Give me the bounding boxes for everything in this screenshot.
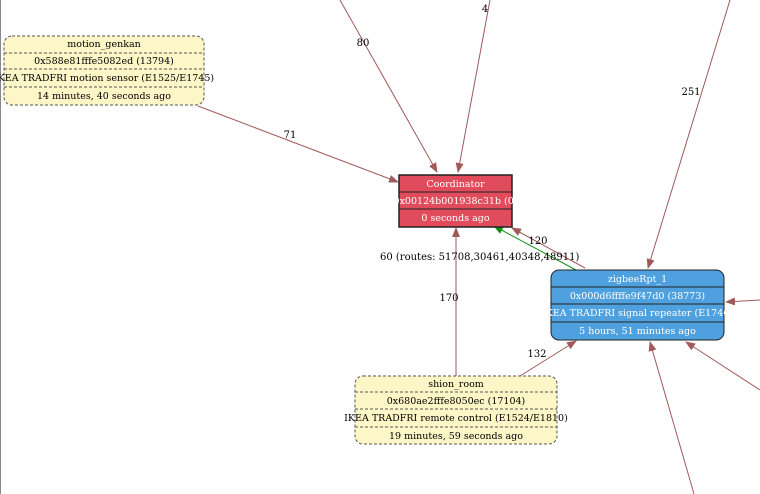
node-name: shion_room [428,379,484,390]
edge-right-to-repeater [725,297,760,306]
node-model: IKEA TRADFRI motion sensor (E1525/E1745) [0,73,214,84]
edge-label-top-right: 251 [681,87,700,98]
node-box [398,174,513,228]
edge-labels: 80 4 251 71 120 60 (routes: 51708,30461,… [284,4,701,360]
node-address: 0x588e81fffe5082ed (13794) [34,56,174,67]
node-address: 0x00124b001938c31b (0) [394,196,518,207]
node-name: motion_genkan [67,39,141,50]
edge-shion-to-repeater [519,340,577,377]
edge-label-repeater-to-coordinator: 120 [528,236,547,247]
node-motion-genkan[interactable]: motion_genkan 0x588e81fffe5082ed (13794)… [0,35,214,106]
edge-label-shion-to-coordinator: 170 [439,293,458,304]
edge-repeater-to-coordinator [511,227,586,269]
node-shion-room[interactable]: shion_room 0x680ae2fffe8050ec (17104) IK… [344,375,568,445]
node-model: IKEA TRADFRI remote control (E1524/E1810… [344,413,568,424]
edge-top-right [646,0,731,269]
node-last-seen: 19 minutes, 59 seconds ago [389,431,523,442]
node-last-seen: 14 minutes, 40 seconds ago [37,91,171,102]
edge-lower-right-to-repeater [685,341,760,391]
node-name: Coordinator [426,179,485,190]
edge-bottom-to-repeater [648,341,695,494]
node-model: IKEA TRADFRI signal repeater (E1746) [542,308,733,319]
edge-top-left [339,0,438,173]
edge-route [493,225,577,271]
edges [197,0,760,494]
edge-label-top-mid: 4 [482,4,488,15]
node-address: 0x680ae2fffe8050ec (17104) [387,396,526,407]
edge-label-shion-to-repeater: 132 [527,349,546,360]
node-last-seen: 0 seconds ago [421,213,489,224]
edge-label-route: 60 (routes: 51708,30461,40348,48911) [380,252,579,263]
node-last-seen: 5 hours, 51 minutes ago [579,326,696,337]
node-coordinator[interactable]: Coordinator 0x00124b001938c31b (0) 0 sec… [394,174,518,228]
edge-motion-to-coordinator [197,105,399,183]
edge-top-mid [455,0,491,173]
node-name: zigbeeRpt_1 [608,274,667,285]
node-zigbee-rpt-1[interactable]: zigbeeRpt_1 0x000d6ffffe9f47d0 (38773) I… [542,269,733,341]
node-address: 0x000d6ffffe9f47d0 (38773) [570,291,705,302]
edge-label-motion-to-coordinator: 71 [284,130,297,141]
edge-label-top-left: 80 [357,38,370,49]
